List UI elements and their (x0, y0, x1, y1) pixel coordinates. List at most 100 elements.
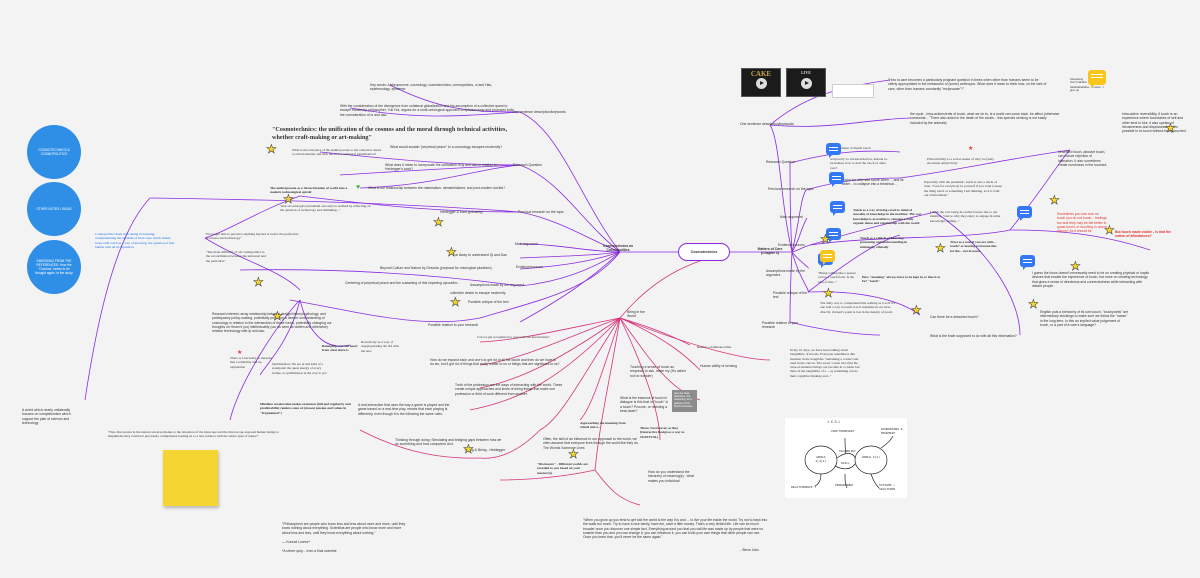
node-how-to-care[interactable]: "How to care becomes a particularly poig… (888, 78, 1047, 91)
link-card[interactable] (832, 84, 874, 98)
node-being-in-world[interactable]: Being in the World (627, 310, 645, 319)
node-one-sentence-right[interactable]: One sentence description/keywords (740, 122, 794, 126)
node-reciprocity[interactable]: reciprocity vs. invasion/hollow, instead… (830, 157, 888, 170)
node-divergence[interactable]: With the consideration of the divergence… (340, 104, 514, 117)
play-icon[interactable] (801, 78, 812, 89)
node-previous-research-left[interactable]: Previous research on the topic (518, 210, 564, 214)
node-disclosure[interactable]: "Disclosure" - Different worlds are reve… (537, 462, 588, 475)
node-speculation[interactable]: I guess the focus doesn't necessarily ne… (1032, 271, 1150, 288)
comment-bubble-yellow[interactable] (820, 250, 835, 265)
node-approaching-meaning[interactable]: Approaching the meaning from Scheff and … (580, 421, 626, 430)
node-care-meaning[interactable]: How "meaning" always have to be kept in … (862, 275, 941, 284)
grey-note[interactable]: How we have directions, the reasoning, a… (672, 390, 697, 412)
node-embodiment[interactable]: embodiment of digital touch (832, 146, 871, 150)
node-previous-research-right[interactable]: Previous research on the topic (768, 187, 814, 191)
hand-drawn-sketch[interactable]: J.X.S.L CRAFTSMANSHIP WORLD 0,4(1) WORLD… (785, 418, 907, 498)
comment-bubble-blue[interactable] (826, 228, 841, 243)
node-belonging[interactable]: Belonging: can the heart from what there… (322, 344, 358, 353)
comment-bubble-blue[interactable] (830, 201, 845, 216)
node-new-discoveries[interactable]: "New discoveries in the natural sciences… (108, 430, 280, 439)
node-keywords[interactable]: Key words: Anthropocene, cosmology, cosm… (370, 83, 493, 92)
node-thinking-doing[interactable]: Thinking through doing: Simulating and b… (395, 438, 502, 447)
sticky-note[interactable] (163, 450, 218, 506)
node-cosmotechnics-cosmopolitics[interactable]: Cosmotechnics as Cosmopolitics (603, 244, 633, 253)
node-thing-touch[interactable]: "Being a thing like a person can be a to… (818, 271, 856, 284)
node-realize[interactable]: Realize a dominance/like (697, 345, 732, 349)
node-steve-jobs[interactable]: - Steve Jobs (740, 548, 759, 552)
node-anthropocene-historicization[interactable]: The anthropocene as a 'historicization o… (270, 186, 348, 195)
node-truth-profession[interactable]: Truth of the profession are the ways of … (455, 383, 563, 396)
node-research-question-right[interactable]: Research Question (766, 160, 796, 164)
node-philosophers-quote[interactable]: "Philosophers are people who know less a… (282, 522, 406, 535)
node-game-interaction[interactable]: A real interaction that uses the way a g… (358, 403, 450, 416)
node-english-point[interactable]: English puts a hierarchy of its own touc… (1040, 310, 1129, 327)
node-touch-vehicle[interactable]: Touch as a vehicle of knowing, presentin… (860, 236, 908, 249)
node-one-sentence-left[interactable]: One sentence description/keywords (512, 110, 566, 114)
video-thumbnail-cake[interactable]: CAKE (741, 68, 781, 97)
node-evidence-left[interactable]: Evidence/sources (516, 265, 543, 269)
circle-emerging-references[interactable]: EMERGING FROM THE REFERENCES: How the "C… (27, 240, 81, 294)
node-unification-qi-dao[interactable]: What does it mean to incorporate the uni… (385, 163, 497, 172)
comment-bubble-yellow[interactable] (1088, 70, 1106, 88)
node-expand-doubt[interactable]: How do we expand each and one's to get r… (430, 358, 560, 367)
node-mindless-acceleration[interactable]: Mindless acceleration makes extension (f… (260, 402, 351, 415)
circle-other-notes[interactable]: OTHER NOTES / IDEAS (27, 182, 81, 236)
node-perpetual-peace[interactable]: What would sustain "perpetual peace" to … (390, 145, 503, 149)
node-konrad[interactable]: — Konrad Lorenz* (282, 540, 310, 544)
node-main-argument-left[interactable]: Main argument (515, 242, 538, 246)
node-being-heidegger[interactable]: Being & Being - Heidegger (465, 448, 506, 452)
node-red-affordances[interactable]: But touch made visible - is that the not… (1115, 230, 1172, 239)
node-optimization[interactable]: Optimization: We are at this kind of a s… (272, 362, 327, 375)
node-materialism[interactable]: What is the relationship between the mat… (368, 186, 506, 190)
node-pandemic-touch[interactable]: Especially with the pandemic, touch is a… (924, 180, 1002, 197)
node-no-longer-able[interactable]: "No longer able to perceive anything bey… (205, 232, 299, 241)
node-thinking-question[interactable]: I think the care being in on this foreve… (930, 210, 1001, 223)
node-essence-touch[interactable]: What is the essence of touch in dialogue… (620, 396, 669, 413)
node-touch-care[interactable]: Touch as a way of being cared to mind of… (853, 208, 922, 225)
node-detached-touch[interactable]: Can there be a detached touch? (930, 315, 979, 319)
node-possible-relation-right[interactable]: Possible relation to your research (762, 321, 799, 330)
node-possible-critique-left[interactable]: Possible critique of the text (468, 300, 509, 304)
node-assumptions-left[interactable]: Assumptions made by the argument (470, 283, 525, 287)
node-daily-way[interactable]: The daily way to comprehend this nothing… (820, 301, 896, 314)
node-main-argument-right[interactable]: Main argument (780, 215, 803, 219)
node-trust-tool[interactable]: Trust as a tool, if you are with... touc… (950, 240, 997, 253)
comment-bubble-blue[interactable] (1017, 206, 1032, 221)
node-vision-alternate[interactable]: Vision for alternate future when ... and… (842, 178, 904, 187)
node-far-away[interactable]: Far Away to understand Qi and Dao (453, 253, 507, 257)
comment-bubble-blue[interactable] (829, 172, 844, 187)
node-visible-ability[interactable]: Ethical/ability to a social seeker of wh… (927, 157, 994, 166)
node-red-thoughts[interactable]: Sometimes you can now no touch you do no… (1057, 212, 1107, 233)
node-assumptions-right[interactable]: Assumptions made by the argument (766, 269, 806, 278)
node-recognition-care[interactable]: Can we get recognition to care with our … (477, 335, 550, 339)
play-icon[interactable] (756, 78, 767, 89)
node-research-interest[interactable]: Research interest: array relationship be… (212, 312, 332, 333)
node-hierarchy-meaning[interactable]: How do you understand the hierarchy of m… (648, 470, 694, 483)
node-heidegger-kant[interactable]: Heidegger & Kant (primarily) (440, 210, 483, 214)
node-possible-relation-left[interactable]: Possible relation to your research (428, 323, 479, 327)
comment-bubble-blue[interactable] (1020, 255, 1035, 270)
node-clever-quip[interactable]: *A clever quip... from a final scientist (282, 549, 337, 553)
circle-cosmotechnics[interactable]: COSMOTECHNICS & COSMOPOLITICS (27, 125, 81, 179)
node-cosmopolitics-text[interactable]: Cosmopolitics dealt with taking in liste… (95, 232, 175, 249)
node-relevance-anthropocene[interactable]: What is the relevance of the Anthropocen… (292, 148, 382, 157)
node-brain-information[interactable]: What is the brain supposed to do with al… (930, 334, 1017, 338)
node-centering-peace[interactable]: Centering of perpetual peace and the sus… (345, 281, 460, 285)
node-when-you-grow[interactable]: "When you grow up you tend to get told t… (583, 518, 768, 539)
video-thumbnail-2[interactable]: LIVE (786, 68, 826, 97)
comment-bubble-blue[interactable] (826, 143, 841, 158)
node-evidence-right[interactable]: Evidence/sources (778, 243, 805, 247)
node-intra-active[interactable]: Intra-active reversibility, if touch is … (1122, 112, 1187, 133)
node-necessity[interactable]: There is a necessity to measure that a r… (230, 356, 273, 369)
node-main-difficulty[interactable]: "The main difficulty of all cosmopolitic… (206, 250, 266, 263)
node-often-skill[interactable]: Often, the skill of an influence to our … (543, 437, 639, 450)
node-beyond-culture[interactable]: Beyond Culture and Nature by Descola (pr… (380, 266, 492, 270)
node-unsettled-touch[interactable]: Unsettled touch, abusive touch, can indu… (1058, 150, 1108, 167)
node-cycle[interactable]: the cycle - intra-actions/ents of touch,… (910, 112, 1060, 125)
node-interactive-design[interactable]: There, Not forever, as they (Interactive… (640, 426, 685, 439)
node-touching-sense[interactable]: Touching a sense of touch as response to… (630, 365, 686, 378)
node-possible-critique-right[interactable]: Possible critique of the text (773, 291, 808, 300)
node-human-ability[interactable]: Human ability of sensing (700, 364, 737, 368)
node-in-my-ideas[interactable]: In my 10 days, we have been talking abou… (790, 348, 860, 378)
